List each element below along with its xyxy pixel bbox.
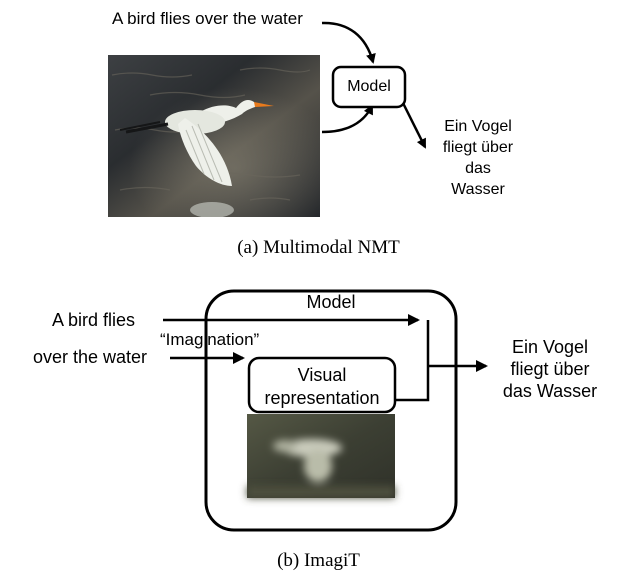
panel-b-input-line-2: over the water xyxy=(33,347,148,367)
panel-b-imagination-label: “Imagination” xyxy=(160,330,260,349)
panel-a-caption: (a) Multimodal NMT xyxy=(237,237,400,258)
panel-b-output-line-2: fliegt über xyxy=(510,359,590,379)
panel-a-model-box: Model xyxy=(347,78,391,95)
panel-a-output-line-1: Ein Vogel xyxy=(444,118,512,135)
panel-b-visual-line-2: representation xyxy=(264,388,380,408)
panel-b-output-line-1: Ein Vogel xyxy=(511,337,589,357)
panel-a-input-text: A bird flies over the water xyxy=(112,9,303,28)
panel-b-visual-line-1: Visual xyxy=(297,365,347,385)
panel-a-output-line-2: fliegt über xyxy=(442,139,514,156)
blurred-bird-image xyxy=(247,414,395,498)
panel-b-caption: (b) ImagiT xyxy=(277,550,360,571)
panel-b-input-line-1: A bird flies xyxy=(52,310,136,330)
panel-b-model-label: Model xyxy=(306,292,356,312)
panel-b-output-line-3: das Wasser xyxy=(502,381,598,401)
panel-a-output-line-3: das xyxy=(465,160,491,177)
panel-a-output-line-4: Wasser xyxy=(451,181,505,198)
